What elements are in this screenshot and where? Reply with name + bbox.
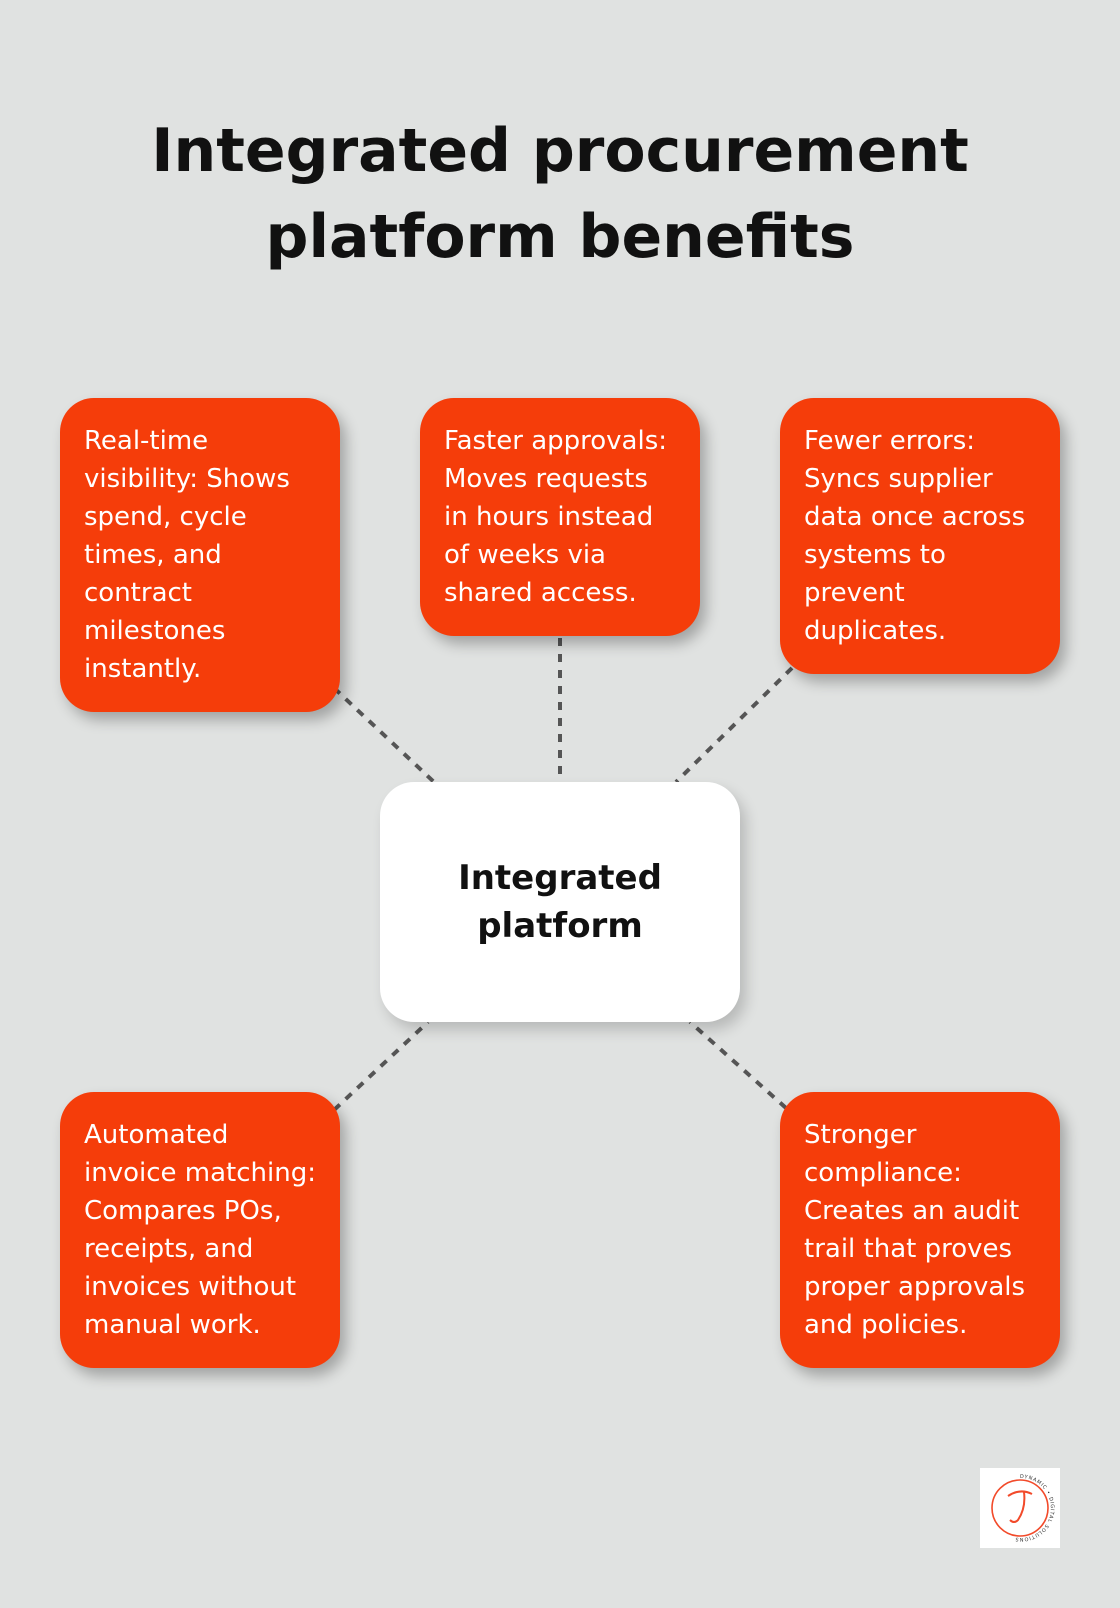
benefit-card-visibility: Real-time visibility: Shows spend, cycle… — [60, 398, 340, 712]
center-node-label: Integrated platform — [458, 858, 662, 946]
dynamic-digital-solutions-logo-icon: DYNAMIC • DIGITAL SOLUTIONS — [991, 1474, 1054, 1542]
benefit-card-compliance: Stronger compliance: Creates an audit tr… — [780, 1092, 1060, 1368]
connector-errors — [674, 666, 794, 784]
connector-visibility — [332, 686, 436, 784]
benefit-card-text: Automated invoice matching: Compares POs… — [84, 1120, 316, 1340]
brand-logo: DYNAMIC • DIGITAL SOLUTIONS — [980, 1468, 1060, 1548]
benefit-card-text: Fewer errors: Syncs supplier data once a… — [804, 426, 1026, 646]
benefit-card-text: Real-time visibility: Shows spend, cycle… — [84, 426, 290, 684]
connector-compliance — [688, 1020, 788, 1110]
benefit-card-text: Stronger compliance: Creates an audit tr… — [804, 1120, 1026, 1340]
benefit-card-text: Faster approvals: Moves requests in hour… — [444, 426, 668, 608]
benefit-card-errors: Fewer errors: Syncs supplier data once a… — [780, 398, 1060, 674]
benefit-card-invoice-matching: Automated invoice matching: Compares POs… — [60, 1092, 340, 1368]
benefit-card-approvals: Faster approvals: Moves requests in hour… — [420, 398, 700, 636]
connector-invoice — [332, 1020, 430, 1112]
center-node: Integrated platform — [380, 782, 740, 1022]
diagram-title: Integrated procurement platform benefits — [151, 116, 969, 272]
